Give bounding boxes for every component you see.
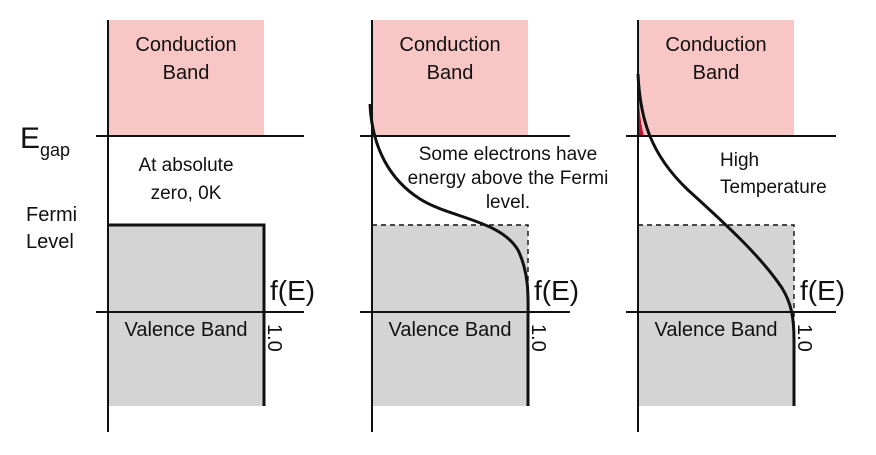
fermi-level-label-line1: Fermi <box>26 204 77 226</box>
fermi-dirac-curve <box>636 73 796 406</box>
conduction-band-label-line1: Conduction <box>135 34 236 56</box>
panel-low-temperature: Conduction Band Some electrons have ener… <box>360 20 608 432</box>
conduction-band-region <box>108 20 264 136</box>
fe-tick-label: 1.0 <box>263 324 285 352</box>
fermi-dirac-step-curve <box>108 223 266 406</box>
panel-note-line1: High <box>720 150 759 171</box>
valence-band-label: Valence Band <box>388 319 511 341</box>
fe-tick-label: 1.0 <box>793 324 815 352</box>
panel-note-line1: Some electrons have <box>419 144 598 165</box>
panel-note-line2: Temperature <box>720 177 827 198</box>
panel-note-line2: energy above the Fermi <box>408 168 609 189</box>
fe-axis-label: f(E) <box>270 275 315 306</box>
panel-note-line2: zero, 0K <box>151 183 222 204</box>
fermi-level-reference-line <box>638 224 795 404</box>
valence-band-region <box>108 225 264 406</box>
egap-subscript: gap <box>40 140 70 160</box>
egap-label: E <box>20 122 40 155</box>
valence-band-region <box>372 225 528 406</box>
conduction-band-label-line2: Band <box>693 62 740 84</box>
conduction-band-label-line2: Band <box>163 62 210 84</box>
fermi-dirac-curve <box>368 103 530 406</box>
fe-axis-label: f(E) <box>534 275 579 306</box>
panel-note-line1: At absolute <box>138 155 233 176</box>
valence-band-region <box>638 225 794 406</box>
occupied-conduction-fraction <box>638 84 644 136</box>
valence-band-label: Valence Band <box>654 319 777 341</box>
conduction-band-region <box>372 20 528 136</box>
conduction-band-label-line1: Conduction <box>399 34 500 56</box>
conduction-band-label-line1: Conduction <box>665 34 766 56</box>
conduction-band-label-line2: Band <box>427 62 474 84</box>
valence-band-label: Valence Band <box>124 319 247 341</box>
conduction-band-region <box>638 20 794 136</box>
fe-tick-label: 1.0 <box>527 324 549 352</box>
fermi-level-reference-line <box>372 224 529 404</box>
fermi-level-label-line2: Level <box>26 231 74 253</box>
panel-note-line3: level. <box>486 192 530 213</box>
panel-high-temperature: Conduction Band High Temperature f(E) Va… <box>626 20 845 432</box>
panel-absolute-zero: Conduction Band At absolute zero, 0K f(E… <box>96 20 315 432</box>
fe-axis-label: f(E) <box>800 275 845 306</box>
